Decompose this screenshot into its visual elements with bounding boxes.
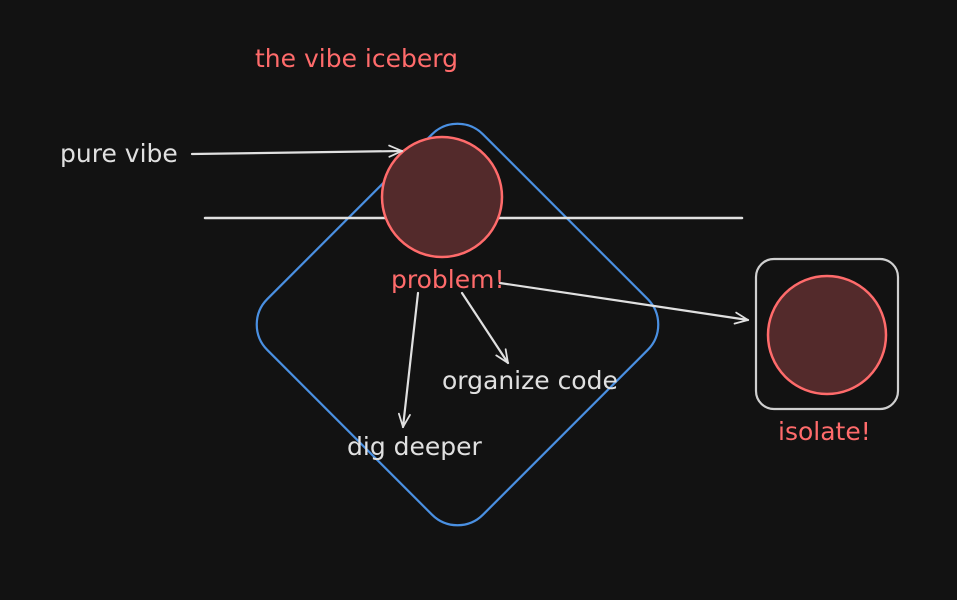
diagram-title: the vibe iceberg [255, 44, 458, 73]
dig-deeper-label: dig deeper [347, 432, 483, 461]
pure-vibe-arrow [190, 144, 404, 158]
organize-code-arrow [460, 291, 510, 365]
dig-deeper-arrow [397, 291, 420, 429]
isolate-label: isolate! [778, 417, 871, 446]
isolate-frame [754, 257, 900, 411]
iceberg-diamond [255, 122, 660, 527]
pure-vibe-label: pure vibe [60, 139, 178, 168]
isolated-circle [766, 274, 888, 396]
isolate-arrow [498, 281, 750, 325]
problem-label: problem! [391, 265, 504, 294]
organize-code-label: organize code [442, 366, 618, 395]
problem-circle [380, 135, 504, 259]
